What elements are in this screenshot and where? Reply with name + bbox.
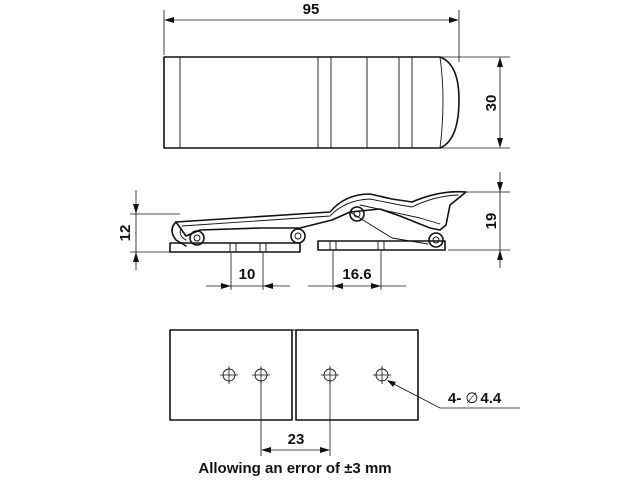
dimension-10-label: 10 bbox=[239, 266, 256, 283]
mounting-hole bbox=[373, 366, 391, 384]
dimension-height-19: 19 bbox=[448, 172, 510, 268]
hole-count-prefix: 4- bbox=[448, 390, 461, 407]
dimension-12-label: 12 bbox=[117, 225, 134, 242]
dimension-95-label: 95 bbox=[303, 1, 320, 18]
tolerance-note: Allowing an error of ±3 mm bbox=[198, 460, 391, 477]
hole-diameter-value: 4.4 bbox=[480, 390, 502, 407]
top-view bbox=[163, 56, 460, 149]
dimension-19-label: 19 bbox=[483, 213, 500, 230]
dimension-length-95: 95 bbox=[163, 1, 460, 62]
dimension-height-12: 12 bbox=[117, 190, 180, 270]
dimension-16-6-label: 16.6 bbox=[342, 266, 371, 283]
dimension-23-label: 23 bbox=[288, 431, 305, 448]
hole-callout: 4-∅4.4 bbox=[387, 380, 520, 409]
dimension-spacing-16-6: 16.6 bbox=[308, 251, 406, 290]
svg-text:4-∅4.4: 4-∅4.4 bbox=[448, 390, 502, 407]
dimension-spacing-10: 10 bbox=[206, 253, 290, 290]
dimension-30-label: 30 bbox=[483, 95, 500, 112]
mounting-hole bbox=[220, 366, 238, 384]
dimension-spacing-23: 23 bbox=[260, 381, 331, 456]
dimension-height-30: 30 bbox=[441, 56, 510, 149]
diameter-symbol: ∅ bbox=[465, 390, 478, 407]
side-view bbox=[169, 190, 467, 253]
base-view bbox=[169, 329, 419, 421]
